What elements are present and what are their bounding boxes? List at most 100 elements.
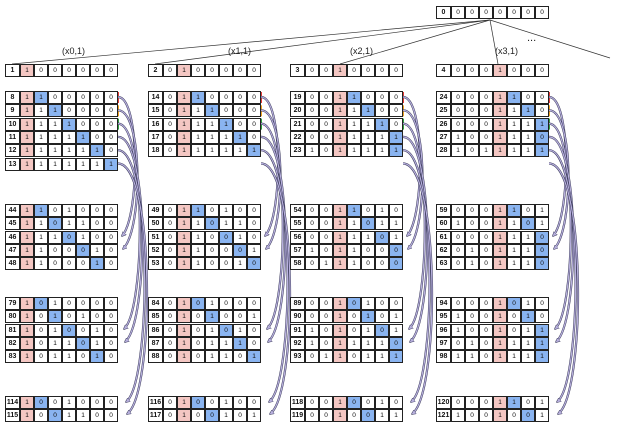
table-row-bit: 1 — [521, 350, 535, 364]
table-row-bit: 1 — [521, 257, 535, 271]
table-row-bit: 1 — [177, 350, 191, 364]
transition-arrow-fill — [548, 149, 577, 402]
table-row-bit: 0 — [205, 217, 219, 231]
root-node-bit: 0 — [451, 6, 465, 19]
table-row-bit: 0 — [451, 230, 465, 244]
table-row-bit: 0 — [191, 323, 205, 337]
table-row-bit: 1 — [493, 409, 507, 423]
table-row-index: 24 — [436, 91, 451, 104]
table-row-bit: 0 — [163, 144, 177, 158]
table-row-bit: 1 — [535, 217, 549, 231]
table-row-bit: 0 — [479, 217, 493, 231]
table-row-bit: 1 — [191, 117, 205, 131]
table-row-bit: 0 — [163, 117, 177, 131]
table-row-bit: 0 — [305, 257, 319, 271]
table-row-bit: 0 — [535, 310, 549, 324]
table-row-bit: 0 — [205, 257, 219, 271]
transition-arrow — [402, 122, 426, 330]
table-row-bit: 1 — [177, 217, 191, 231]
table-row-bit: 1 — [177, 297, 191, 310]
table-row-bit: 1 — [389, 409, 403, 423]
table-row-bit: 0 — [507, 323, 521, 337]
transition-arrow-fill — [548, 123, 572, 329]
table-row-bit: 0 — [163, 396, 177, 409]
table-row-bit: 1 — [34, 204, 48, 217]
table-row-bit: 0 — [465, 409, 479, 423]
table-row-bit: 0 — [233, 409, 247, 423]
table-row-bit: 0 — [163, 204, 177, 217]
table-row-index: 118 — [290, 396, 305, 409]
table-row-bit: 0 — [62, 243, 76, 257]
table-row-bit: 0 — [104, 336, 118, 350]
table-row-bit: 1 — [20, 396, 34, 409]
table-row-bit: 1 — [521, 310, 535, 324]
table-row-bit: 0 — [76, 323, 90, 337]
table-row-bit: 1 — [347, 130, 361, 144]
table-row-bit: 1 — [233, 217, 247, 231]
edge-label: (x3,1) — [495, 46, 519, 56]
table-row-bit: 0 — [233, 91, 247, 104]
table-row-bit: 0 — [535, 230, 549, 244]
table-row-bit: 1 — [347, 336, 361, 350]
transition-arrow — [402, 95, 422, 237]
transition-arrow — [117, 122, 141, 330]
header-node-index: 4 — [436, 64, 451, 77]
table-row-bit: 0 — [104, 409, 118, 423]
table-row-bit: 1 — [507, 336, 521, 350]
header-node-bit: 1 — [20, 64, 34, 77]
table-row-bit: 1 — [375, 396, 389, 409]
table-row-bit: 1 — [177, 243, 191, 257]
table-row-index: 11 — [5, 130, 20, 144]
table-row-bit: 0 — [451, 104, 465, 118]
header-node-bit: 0 — [535, 64, 549, 77]
table-row-bit: 0 — [305, 117, 319, 131]
header-node-bit: 0 — [104, 64, 118, 77]
table-row-bit: 0 — [465, 310, 479, 324]
table-row-bit: 1 — [191, 243, 205, 257]
transition-arrow-fill — [402, 136, 428, 342]
table-row-bit: 0 — [375, 310, 389, 324]
table-row-bit: 0 — [247, 104, 261, 118]
table-row-bit: 0 — [90, 130, 104, 144]
table-row-bit: 0 — [62, 323, 76, 337]
table-row-bit: 0 — [247, 130, 261, 144]
table-row-bit: 0 — [62, 91, 76, 104]
table-row-bit: 0 — [104, 257, 118, 271]
table-row-bit: 0 — [305, 217, 319, 231]
table-row-bit: 1 — [247, 243, 261, 257]
table-row-bit: 0 — [479, 91, 493, 104]
table-row-bit: 1 — [233, 257, 247, 271]
table-row-bit: 1 — [233, 130, 247, 144]
table-row-bit: 1 — [219, 336, 233, 350]
transition-arrow-fill — [117, 109, 138, 249]
table-row-index: 51 — [148, 230, 163, 244]
table-row-bit: 1 — [493, 130, 507, 144]
table-row-bit: 0 — [347, 297, 361, 310]
table-row-bit: 1 — [219, 117, 233, 131]
table-row-bit: 0 — [479, 297, 493, 310]
table-row-bit: 1 — [361, 144, 375, 158]
header-node-bit: 0 — [219, 64, 233, 77]
table-row-bit: 1 — [48, 297, 62, 310]
table-row-bit: 0 — [247, 117, 261, 131]
table-row-bit: 0 — [521, 396, 535, 409]
table-row-bit: 0 — [104, 117, 118, 131]
table-row-bit: 1 — [493, 396, 507, 409]
transition-arrow-fill — [402, 96, 421, 236]
table-row-bit: 1 — [347, 230, 361, 244]
table-row-index: 17 — [148, 130, 163, 144]
table-row-bit: 1 — [34, 243, 48, 257]
table-row-bit: 1 — [375, 409, 389, 423]
table-row-bit: 0 — [34, 310, 48, 324]
table-row-bit: 1 — [479, 144, 493, 158]
table-row-bit: 1 — [191, 257, 205, 271]
table-row-bit: 1 — [305, 323, 319, 337]
tree-edge — [11, 19, 491, 65]
header-node-bit: 0 — [62, 64, 76, 77]
table-row-bit: 1 — [177, 117, 191, 131]
transition-arrow-fill — [548, 136, 574, 342]
table-row-bit: 1 — [205, 144, 219, 158]
table-row-bit: 0 — [451, 91, 465, 104]
table-row-bit: 0 — [319, 310, 333, 324]
transition-arrow-fill — [117, 123, 141, 329]
